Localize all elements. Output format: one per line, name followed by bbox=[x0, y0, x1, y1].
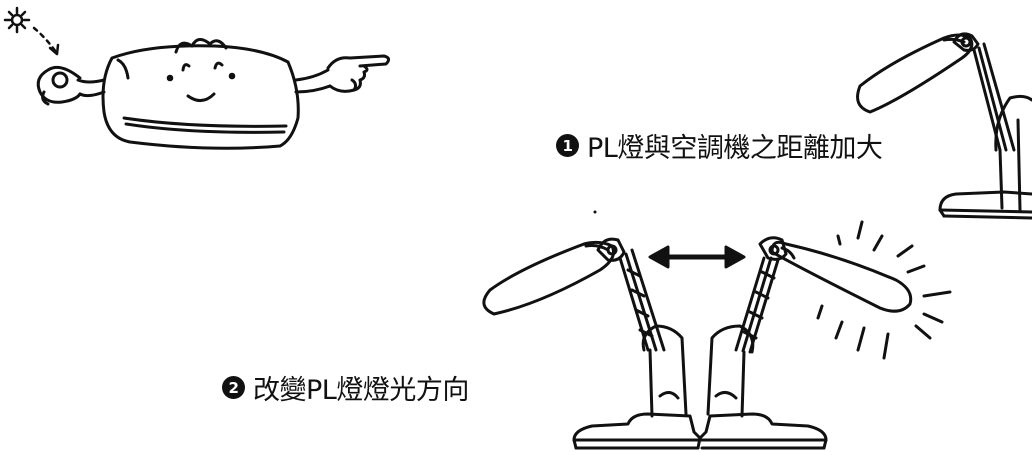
step-number-1: 1 bbox=[556, 134, 579, 157]
sparkle-icon bbox=[3, 6, 60, 56]
desk-lamp-2 bbox=[482, 237, 702, 450]
label-increase-distance: 1 PL燈與空調機之距離加大 bbox=[556, 126, 883, 165]
step-number-2: 2 bbox=[222, 376, 245, 399]
label-text-2: 改變PL燈燈光方向 bbox=[253, 375, 469, 406]
desk-lamp-3 bbox=[698, 220, 952, 450]
desk-lamp-1 bbox=[856, 32, 1032, 220]
label-change-direction: 2 改變PL燈燈光方向 bbox=[222, 368, 469, 407]
label-text-1: PL燈與空調機之距離加大 bbox=[587, 133, 883, 164]
light-rays bbox=[816, 220, 952, 360]
double-arrow-icon bbox=[648, 245, 746, 269]
air-conditioner-character bbox=[3, 6, 391, 150]
